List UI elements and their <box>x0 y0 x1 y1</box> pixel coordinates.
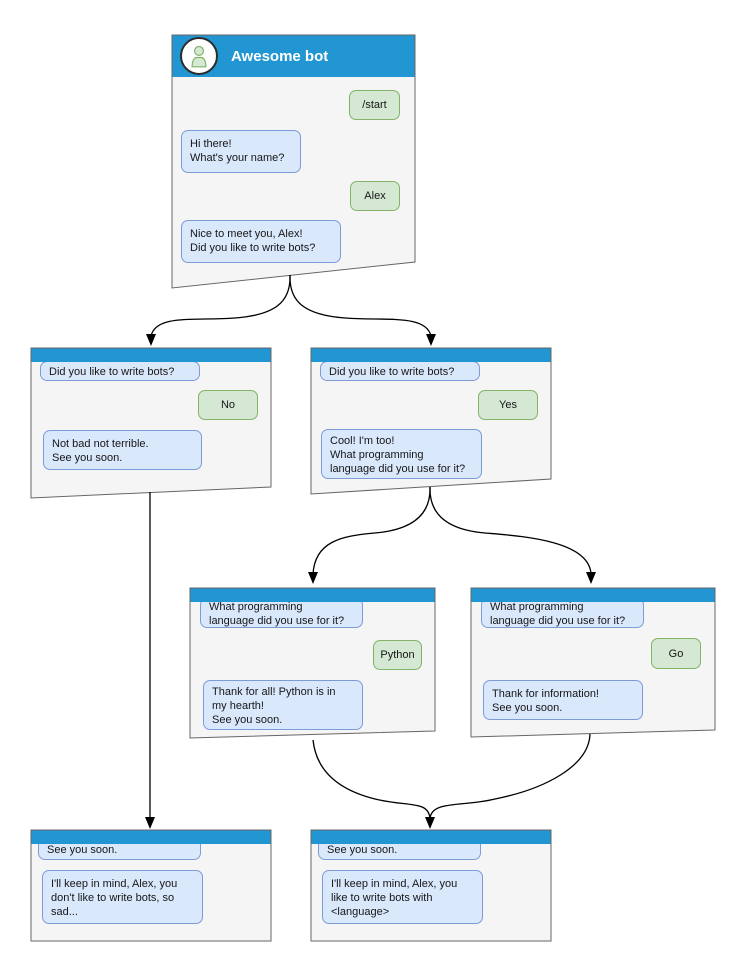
window-header-bar <box>190 588 435 602</box>
edge-python-to-end-yes <box>312 739 431 820</box>
arrowhead <box>145 817 155 829</box>
user-message-bubble: Python <box>373 640 422 670</box>
window-header-bar <box>471 588 715 602</box>
arrowhead <box>426 334 436 346</box>
bot-title: Awesome bot <box>231 47 329 65</box>
chat-window-awesome-bot: Awesome bot /start Hi there! What's your… <box>172 35 415 288</box>
edge-main-to-yes <box>289 274 432 337</box>
arrowhead <box>586 572 596 584</box>
chat-window-python: What programming language did you use fo… <box>190 588 435 738</box>
edge-yes-to-go <box>429 486 592 575</box>
arrowhead <box>425 817 435 829</box>
edge-main-to-no <box>150 274 291 337</box>
user-message-bubble: No <box>198 390 258 420</box>
bot-message-bubble: Thank for all! Python is in my hearth! S… <box>203 680 363 730</box>
bot-message-bubble: Did you like to write bots? <box>40 361 200 381</box>
bot-avatar <box>180 37 218 75</box>
window-header-bar <box>31 348 271 362</box>
bot-message-bubble: Did you like to write bots? <box>320 361 480 381</box>
bot-message-bubble: What programming language did you use fo… <box>481 598 644 628</box>
bot-message-bubble: What programming language did you use fo… <box>200 598 363 628</box>
window-header-bar <box>31 830 271 844</box>
chat-window-go: What programming language did you use fo… <box>471 588 715 737</box>
window-header-bar <box>311 348 551 362</box>
user-message-bubble: Alex <box>350 181 400 211</box>
bot-message-bubble: Thank for information! See you soon. <box>483 680 643 720</box>
bot-message-bubble: Not bad not terrible. See you soon. <box>43 430 202 470</box>
window-header-bar: Awesome bot <box>172 35 415 77</box>
window-header-bar <box>311 830 551 844</box>
chat-window-branch-yes: Did you like to write bots? Yes Cool! I'… <box>311 348 551 494</box>
bot-message-bubble: Cool! I'm too! What programming language… <box>321 429 482 479</box>
chat-window-end-yes: See you soon. I'll keep in mind, Alex, y… <box>311 830 551 941</box>
bot-message-bubble: I'll keep in mind, Alex, you like to wri… <box>322 870 483 924</box>
user-message-bubble: Go <box>651 638 701 669</box>
bot-message-bubble: I'll keep in mind, Alex, you don't like … <box>42 870 203 924</box>
arrowhead <box>308 572 318 584</box>
person-icon <box>191 45 207 68</box>
arrowhead <box>146 334 156 346</box>
user-message-bubble: Yes <box>478 390 538 420</box>
edge-go-to-end-yes <box>429 733 591 820</box>
bot-message-bubble: Nice to meet you, Alex! Did you like to … <box>181 220 341 263</box>
bot-message-bubble: Hi there! What's your name? <box>181 130 301 173</box>
chat-window-end-no: See you soon. I'll keep in mind, Alex, y… <box>31 830 271 941</box>
user-message-bubble: /start <box>349 90 400 120</box>
edge-yes-to-python <box>312 486 431 575</box>
chat-window-branch-no: Did you like to write bots? No Not bad n… <box>31 348 271 498</box>
